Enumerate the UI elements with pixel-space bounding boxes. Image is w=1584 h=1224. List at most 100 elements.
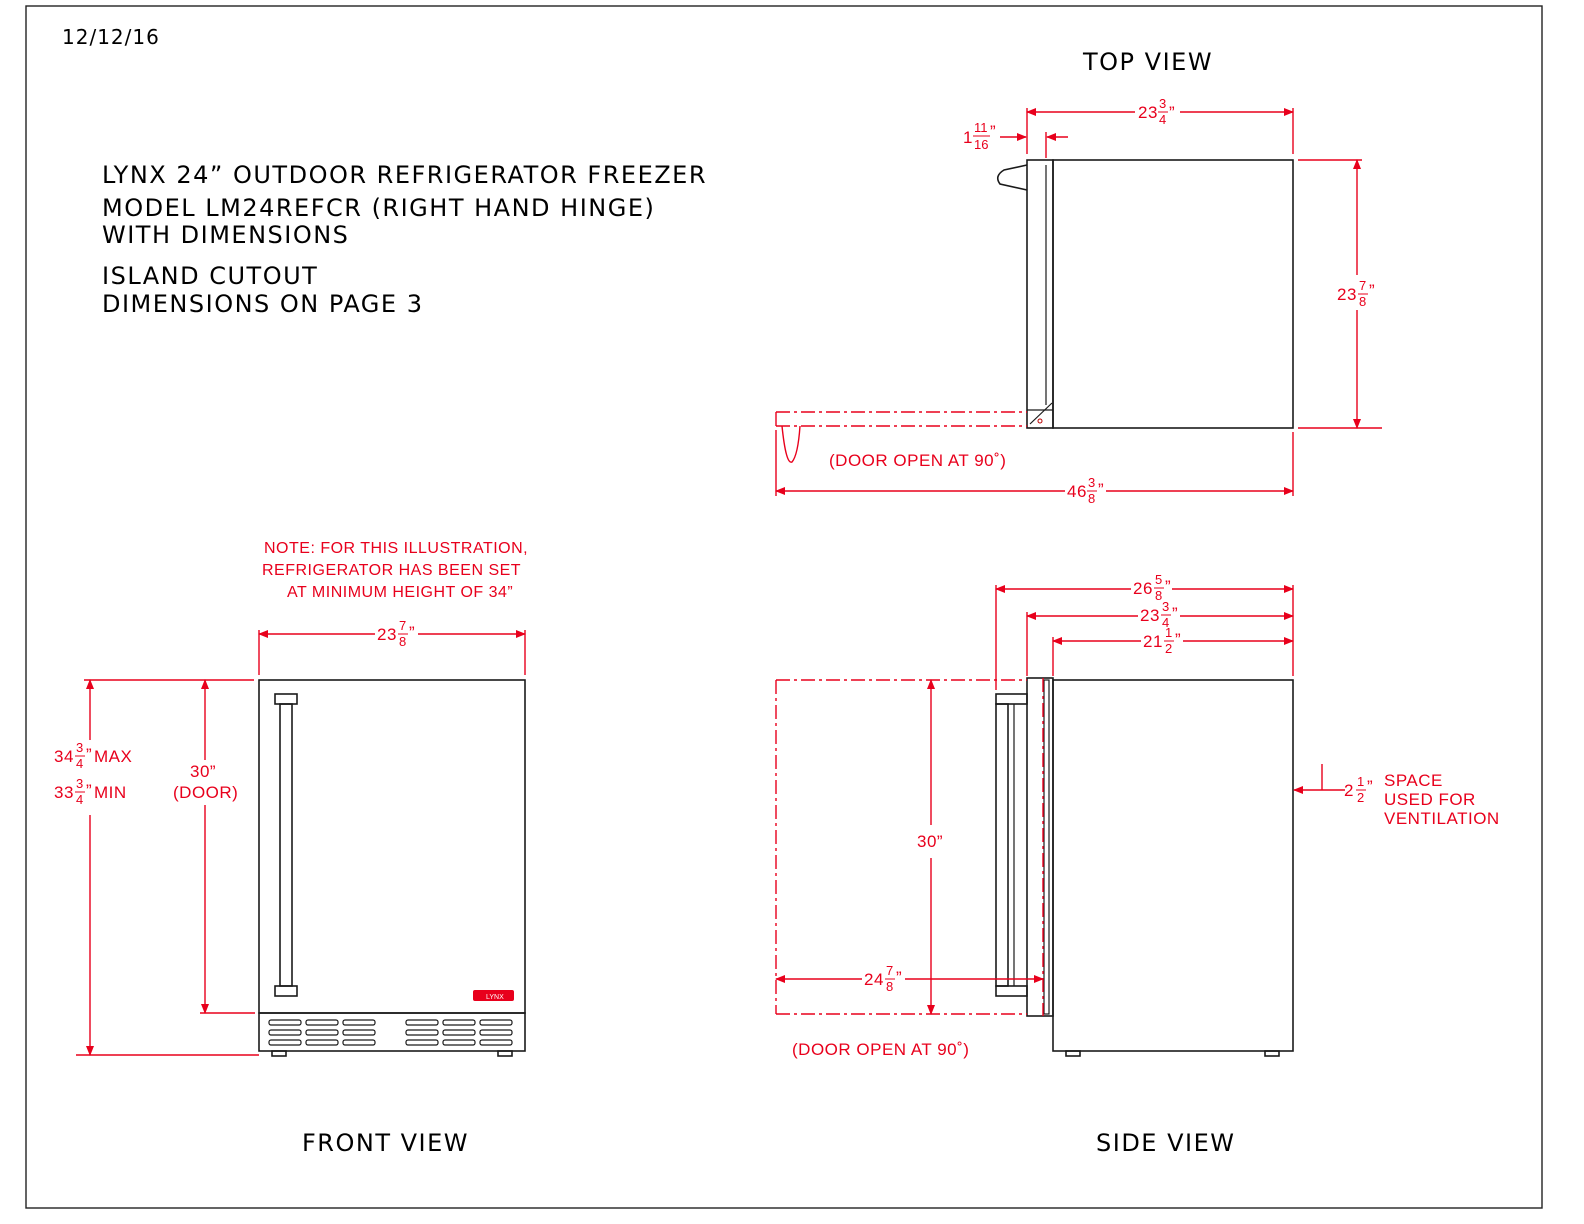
svg-text:4: 4 [76, 756, 83, 771]
svg-text:”: ” [1369, 281, 1375, 300]
side-view: SIDE VIEW (DOOR OPEN AT 90˚) 30” 24 7 [775, 572, 1500, 1157]
note-line-3: AT MINIMUM HEIGHT OF 34” [287, 584, 513, 601]
svg-text:2: 2 [1344, 781, 1354, 800]
vent-group-right [405, 1019, 513, 1046]
note-line-2: REFRIGERATOR HAS BEEN SET [262, 562, 521, 579]
front-handle-bar [279, 703, 293, 987]
title-block: LYNX 24” OUTDOOR REFRIGERATOR FREEZER MO… [102, 161, 706, 318]
top-handle [996, 164, 1028, 191]
svg-text:”: ” [990, 122, 996, 141]
svg-text:3: 3 [1159, 96, 1166, 111]
svg-text:26: 26 [1133, 579, 1153, 598]
front-grille-panel [258, 1012, 526, 1052]
side-d1-dim-label: 26 5 8 ” [1133, 572, 1171, 603]
svg-text:2: 2 [1357, 790, 1364, 805]
vent-note-line-2: USED FOR [1384, 790, 1476, 809]
side-door-open-note: (DOOR OPEN AT 90˚) [792, 1040, 969, 1059]
svg-text:7: 7 [886, 963, 893, 978]
svg-text:”: ” [1165, 577, 1171, 596]
title-line-5: DIMENSIONS ON PAGE 3 [102, 290, 423, 318]
front-view: FRONT VIEW LYNX [54, 618, 526, 1157]
side-handle-top-bracket [995, 693, 1028, 705]
front-door-panel [258, 679, 526, 1014]
front-logo-badge [473, 990, 514, 1001]
svg-text:MAX: MAX [94, 747, 132, 766]
svg-text:1: 1 [963, 128, 973, 147]
svg-text:4: 4 [1159, 112, 1166, 127]
svg-text:”: ” [1367, 777, 1373, 796]
svg-text:MIN: MIN [94, 783, 127, 802]
svg-text:”: ” [86, 745, 92, 764]
svg-text:7: 7 [1359, 278, 1366, 293]
side-foot-right [1264, 1050, 1280, 1057]
top-open-handle [781, 425, 801, 463]
svg-text:4: 4 [76, 792, 83, 807]
svg-text:46: 46 [1067, 482, 1087, 501]
svg-text:8: 8 [886, 979, 893, 994]
vent-note-line-1: SPACE [1384, 771, 1443, 790]
side-foot-left [1065, 1050, 1081, 1057]
svg-text:1: 1 [1357, 774, 1364, 789]
front-height-max-label: 34 3 4 ” MAX [54, 740, 132, 771]
svg-text:7: 7 [399, 618, 406, 633]
front-door-height-label: (DOOR) [173, 783, 238, 802]
svg-text:3: 3 [76, 776, 83, 791]
side-open-dim-label: 24 7 8 ” [864, 963, 902, 994]
top-door-open-note: (DOOR OPEN AT 90˚) [829, 451, 1006, 470]
svg-text:11: 11 [974, 120, 988, 135]
svg-text:8: 8 [1359, 294, 1366, 309]
svg-text:24: 24 [864, 970, 884, 989]
illustration-note: NOTE: FOR THIS ILLUSTRATION, REFRIGERATO… [262, 540, 528, 601]
svg-text:5: 5 [1155, 572, 1162, 587]
top-view-label: TOP VIEW [1082, 48, 1213, 76]
front-foot-right [497, 1050, 513, 1057]
svg-text:”: ” [1172, 604, 1178, 623]
front-view-label: FRONT VIEW [302, 1129, 469, 1157]
side-d2-dim-label: 23 3 4 ” [1140, 599, 1178, 630]
side-view-label: SIDE VIEW [1096, 1129, 1235, 1157]
front-width-dim-label: 23 7 8 ” [377, 618, 415, 649]
svg-text:23: 23 [1337, 285, 1357, 304]
top-door-outline [1026, 159, 1054, 429]
svg-text:3: 3 [1088, 475, 1095, 490]
svg-text:8: 8 [1155, 588, 1162, 603]
note-line-1: NOTE: FOR THIS ILLUSTRATION, [264, 540, 528, 557]
svg-text:3: 3 [76, 740, 83, 755]
svg-text:33: 33 [54, 783, 74, 802]
front-handle-top-cap [274, 693, 298, 705]
top-depth-dim-label: 23 7 8 ” [1337, 278, 1375, 309]
side-handle-bar [995, 703, 1009, 987]
svg-text:”: ” [409, 623, 415, 642]
top-width-dim-label: 23 3 4 ” [1138, 96, 1175, 127]
top-hinge-bracket [1029, 402, 1053, 425]
side-cabinet-outline [1052, 679, 1294, 1052]
svg-text:”: ” [896, 968, 902, 987]
top-view: TOP VIEW 23 3 4 ” 1 11 16 [775, 48, 1382, 506]
svg-text:34: 34 [54, 747, 74, 766]
side-vent-dim-label: 2 1 2 ” [1344, 774, 1373, 805]
date-label: 12/12/16 [62, 25, 160, 49]
svg-text:23: 23 [377, 625, 397, 644]
svg-text:8: 8 [1088, 491, 1095, 506]
front-grille-vents [268, 1019, 513, 1046]
svg-text:23: 23 [1140, 606, 1160, 625]
vent-note-line-3: VENTILATION [1384, 809, 1500, 828]
front-handle-bottom-cap [274, 985, 298, 997]
title-line-4: ISLAND CUTOUT [102, 262, 318, 290]
svg-text:”: ” [1098, 480, 1104, 499]
side-handle-bottom-bracket [995, 985, 1028, 997]
side-door-outline [1026, 677, 1054, 1017]
top-hinge-pin [1037, 418, 1043, 424]
front-height-min-label: 33 3 4 ” MIN [54, 776, 127, 807]
vent-group-left [268, 1019, 376, 1046]
side-height-value: 30” [917, 832, 943, 851]
svg-text:21: 21 [1143, 632, 1163, 651]
svg-text:4: 4 [1162, 615, 1169, 630]
top-overall-dim-label: 46 3 8 ” [1067, 475, 1104, 506]
title-line-2: MODEL LM24REFCR (RIGHT HAND HINGE) [102, 194, 655, 222]
svg-text:16: 16 [974, 137, 988, 152]
svg-text:8: 8 [399, 634, 406, 649]
front-logo-text: LYNX [486, 994, 504, 1001]
svg-text:2: 2 [1165, 641, 1172, 656]
